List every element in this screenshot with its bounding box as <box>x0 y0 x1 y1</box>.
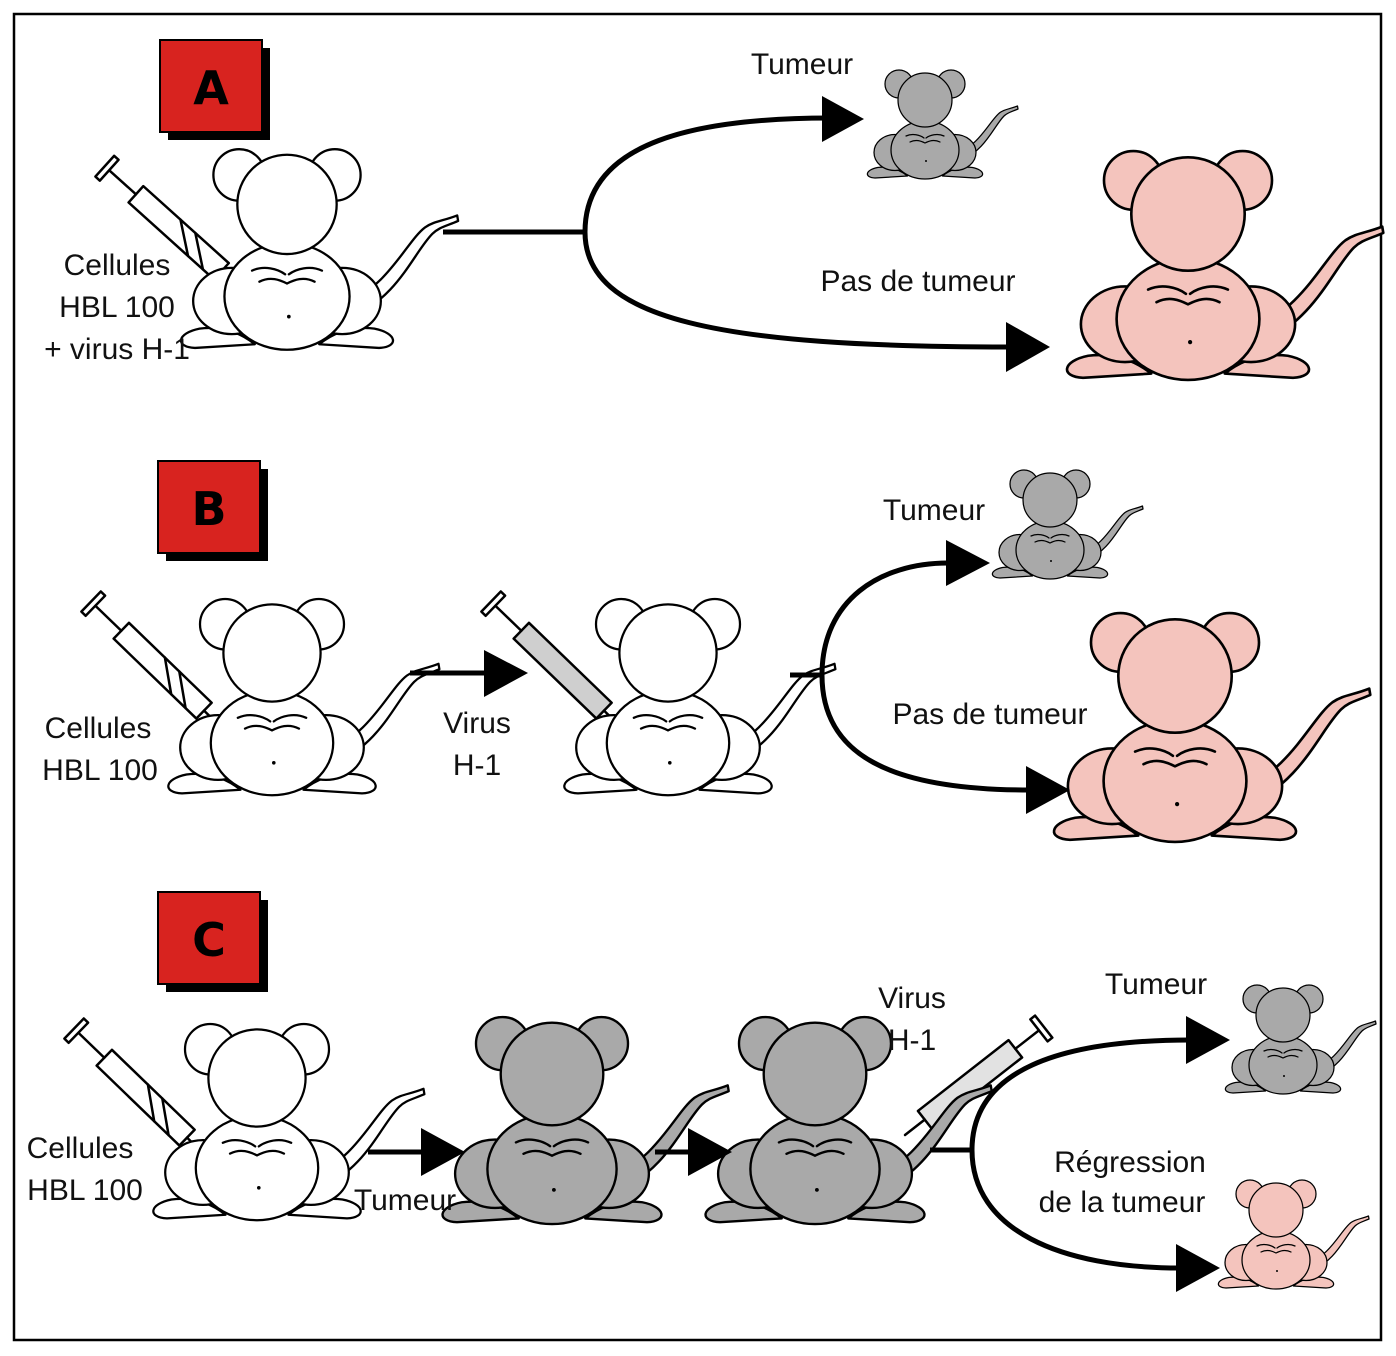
c-regression-line1: Régression <box>1054 1146 1206 1179</box>
mouse-c-regression <box>1217 1179 1370 1290</box>
badge-c-letter: C <box>192 913 226 967</box>
mouse-b-healthy <box>1052 611 1372 844</box>
c-virus-line1: Virus <box>878 982 946 1015</box>
b-no-tumor-label: Pas de tumeur <box>892 698 1087 731</box>
c-cells-line1: Cellules <box>27 1132 134 1165</box>
mouse-c-tumor-final <box>1224 984 1377 1095</box>
flow-b <box>410 540 1070 814</box>
mouse-c-tumor-2 <box>704 1015 993 1226</box>
c-tumor-label: Tumeur <box>1105 968 1207 1001</box>
mouse-a-healthy <box>1065 149 1385 382</box>
arrow-b-virus <box>484 650 528 697</box>
badge-c: C <box>157 891 268 992</box>
b-tumor-label: Tumeur <box>883 494 985 527</box>
arrow-c-1 <box>421 1128 465 1176</box>
flow-a <box>443 96 1050 372</box>
arrow-c-2 <box>688 1128 732 1176</box>
a-no-tumor-label: Pas de tumeur <box>820 265 1015 298</box>
a-cells-line3: + virus H-1 <box>44 333 190 366</box>
arrow-b-no-tumor <box>1026 766 1070 814</box>
arrow-a-tumor <box>822 96 864 142</box>
arrow-c-regression <box>1176 1244 1220 1292</box>
badge-b-letter: B <box>191 482 226 536</box>
badge-a: A <box>159 39 270 140</box>
b-cells-line2: HBL 100 <box>42 754 158 787</box>
a-cells-line2: HBL 100 <box>59 291 175 324</box>
mouse-a-tumor <box>866 69 1019 180</box>
badge-a-letter: A <box>193 61 229 115</box>
c-virus-line2: H-1 <box>888 1024 936 1057</box>
syringe-b1 <box>80 590 224 730</box>
a-cells-line1: Cellules <box>64 249 171 282</box>
badge-b: B <box>157 460 268 561</box>
c-regression-line2: de la tumeur <box>1039 1186 1206 1219</box>
b-virus-line1: Virus <box>443 707 511 740</box>
frame <box>12 12 1383 1342</box>
b-virus-line2: H-1 <box>453 749 501 782</box>
flow-c <box>368 1016 1230 1292</box>
mouse-b-tumor <box>991 469 1144 580</box>
arrow-c-tumor <box>1186 1016 1230 1064</box>
mouse-b-injected <box>167 597 441 797</box>
b-cells-line1: Cellules <box>45 712 152 745</box>
arrow-a-no-tumor <box>1006 322 1050 372</box>
c-cells-line2: HBL 100 <box>27 1174 143 1207</box>
mouse-a-injected <box>179 148 460 351</box>
arrow-b-tumor <box>946 540 990 586</box>
c-tumor-mid-label: Tumeur <box>354 1184 456 1217</box>
mouse-c-tumor-1 <box>441 1015 730 1226</box>
a-tumor-label: Tumeur <box>751 48 853 81</box>
